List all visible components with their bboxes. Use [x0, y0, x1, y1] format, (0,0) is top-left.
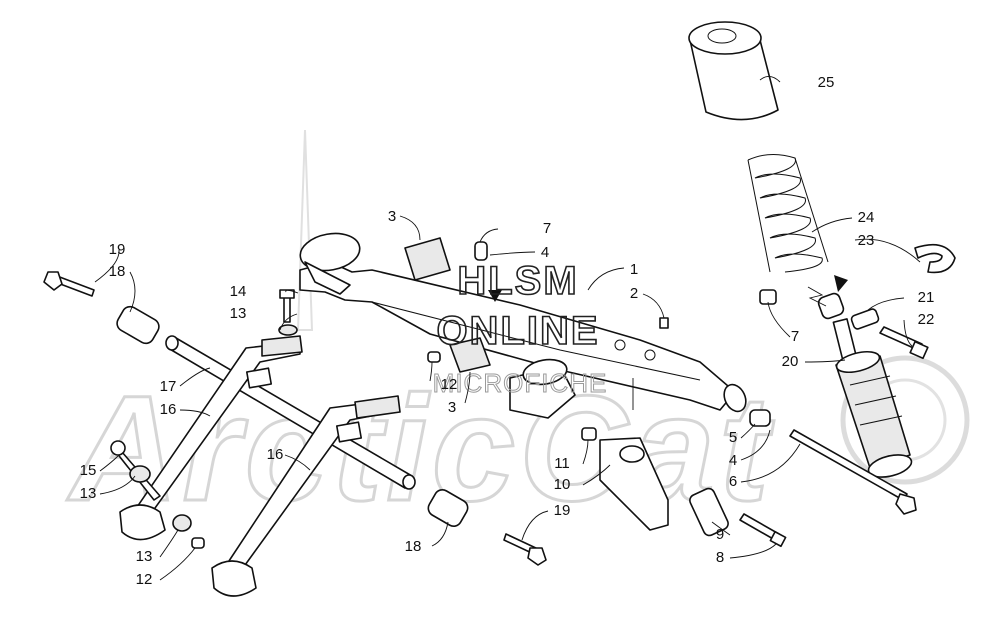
- callout-15: 15: [80, 462, 97, 479]
- callout-20: 20: [782, 353, 799, 370]
- part-6-bolt: [789, 429, 908, 501]
- callout-4: 4: [541, 244, 549, 261]
- part-13b-washer: [129, 465, 151, 483]
- callout-9: 9: [716, 526, 724, 543]
- callout-2: 2: [630, 285, 638, 302]
- part-13a-washer: [278, 324, 298, 336]
- callout-25: 25: [818, 74, 835, 91]
- part-11-nut: [581, 427, 597, 441]
- callout-7: 7: [543, 220, 551, 237]
- direction-arrow-left: [488, 290, 502, 302]
- callout-13: 13: [230, 305, 247, 322]
- callout-18: 18: [109, 263, 126, 280]
- part-3b-pad: [449, 337, 491, 373]
- callout-5: 5: [729, 429, 737, 446]
- callout-23: 23: [858, 232, 875, 249]
- callout-3: 3: [388, 208, 396, 225]
- part-18b-bushing: [427, 489, 469, 527]
- part-5-bushing: [749, 409, 771, 427]
- callout-13: 13: [136, 548, 153, 565]
- part-20-shock-absorber: [832, 318, 913, 478]
- callout-18: 18: [405, 538, 422, 555]
- watermark-line2: ONLINE: [436, 309, 599, 353]
- watermark-line3: MICROFICHE: [433, 368, 608, 398]
- part-12a-nut: [427, 351, 441, 363]
- callout-21: 21: [918, 289, 935, 306]
- callout-11: 11: [554, 455, 570, 472]
- callout-24: 24: [858, 209, 875, 226]
- part-2-grease-fitting: [659, 317, 669, 329]
- callout-1: 1: [630, 261, 638, 278]
- part-25-bump-stop: [688, 21, 779, 121]
- callout-4: 4: [729, 452, 737, 469]
- callout-8: 8: [716, 549, 724, 566]
- callout-16: 16: [160, 401, 177, 418]
- part-23-clip: [914, 243, 956, 274]
- callout-7: 7: [791, 328, 799, 345]
- callout-10: 10: [554, 476, 571, 493]
- hlsm-watermark: HLSM ONLINE MICROFICHE: [432, 258, 608, 398]
- part-24-spring: [747, 154, 829, 273]
- callout-14: 14: [230, 283, 247, 300]
- watermark-tower: [296, 129, 314, 331]
- callout-12: 12: [441, 376, 458, 393]
- part-21-bushing: [850, 308, 880, 330]
- part-7b-nut: [759, 289, 777, 305]
- callout-19: 19: [554, 502, 571, 519]
- watermark-line1: HLSM: [457, 259, 578, 303]
- part-3a-pad: [404, 237, 451, 281]
- direction-arrow-right: [834, 275, 848, 292]
- callout-12: 12: [136, 571, 153, 588]
- part-4a-bushing: [474, 241, 488, 261]
- callout-19: 19: [109, 241, 126, 258]
- callout-16: 16: [267, 446, 284, 463]
- callout-3: 3: [448, 399, 456, 416]
- callout-22: 22: [918, 311, 935, 328]
- part-13c-washer: [172, 514, 192, 532]
- callout-17: 17: [160, 378, 177, 395]
- callout-13: 13: [80, 485, 97, 502]
- watermark-wheel: [840, 355, 970, 485]
- callout-6: 6: [729, 473, 737, 490]
- callout-labels: 1 2 3 3 4 4 5 6 7 7 8 9 10 11 12 12 13 1…: [80, 74, 935, 588]
- part-18a-bushing: [116, 305, 160, 345]
- part-1-swing-arm: [299, 232, 747, 419]
- leader-lines: [94, 76, 921, 581]
- part-9-spacer: [689, 487, 729, 537]
- part-12b-nut: [191, 537, 205, 549]
- part-10-bracket: [599, 437, 669, 531]
- link-plate: [261, 335, 303, 357]
- part-eye-top: [817, 292, 845, 320]
